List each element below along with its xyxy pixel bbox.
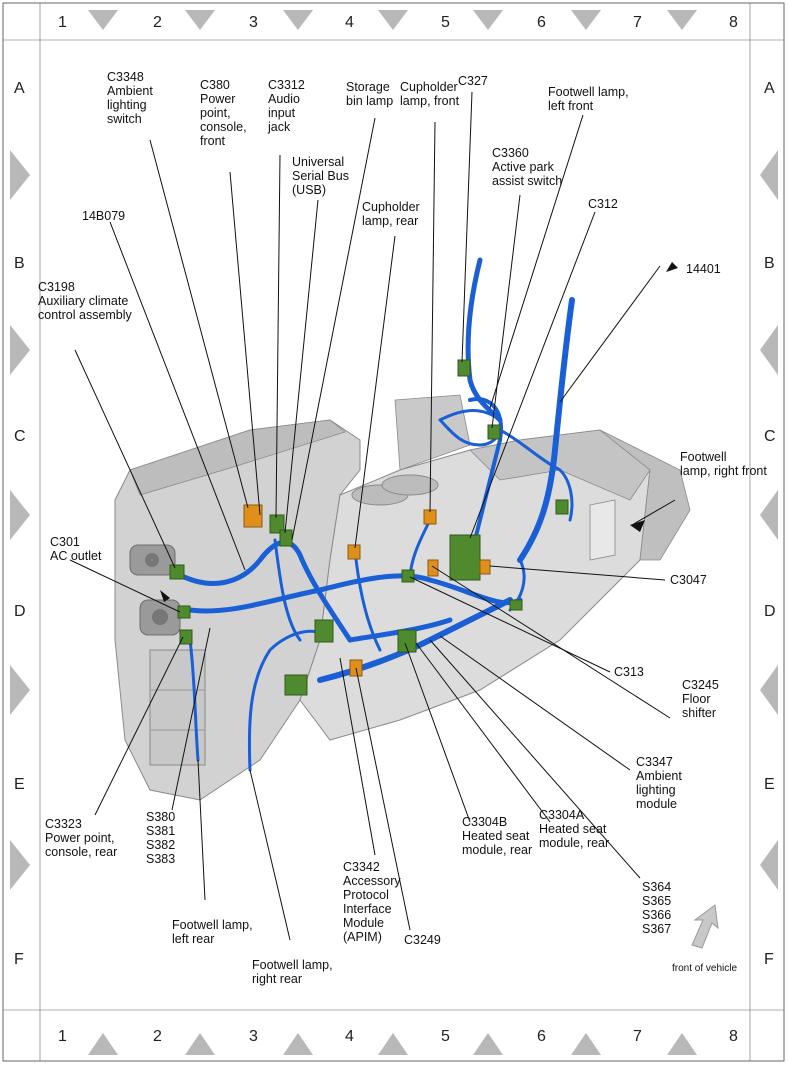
grid-col-bottom-6: 6 — [537, 1028, 546, 1045]
grid-col-bottom-8: 8 — [729, 1028, 738, 1045]
c3360-connector — [487, 424, 501, 440]
c3304b-connector — [397, 629, 417, 653]
grid-row-right-d: D — [764, 603, 776, 620]
grid-row-left-b: B — [14, 255, 25, 272]
grid-col-top-4: 4 — [345, 14, 354, 31]
grid-col-top-1: 1 — [58, 14, 67, 31]
c312-connector — [555, 499, 569, 515]
zone-markers-left — [10, 150, 30, 890]
label-c327: C327 — [458, 74, 488, 88]
grid-row-right-f: F — [764, 951, 774, 968]
footwell-connector — [509, 599, 523, 611]
grid-row-right-c: C — [764, 428, 776, 445]
heated-seat-connector — [314, 619, 334, 643]
label-14401: 14401 — [686, 262, 721, 276]
zone-markers-top — [88, 10, 697, 30]
c327-connector — [457, 359, 471, 377]
grid-col-bottom-2: 2 — [153, 1028, 162, 1045]
grid-col-bottom-3: 3 — [249, 1028, 258, 1045]
front-of-vehicle-arrow-icon — [691, 904, 719, 949]
grid-col-top-2: 2 — [153, 14, 162, 31]
grid-row-right-b: B — [764, 255, 775, 272]
label-c3249: C3249 — [404, 933, 441, 947]
label-c312: C312 — [588, 197, 618, 211]
zone-markers-bottom — [88, 1033, 697, 1055]
label-footwell-lr: Footwell lamp,left rear — [172, 918, 253, 946]
label-front-of-vehicle: front of vehicle — [672, 963, 738, 974]
grid-col-bottom-4: 4 — [345, 1028, 354, 1045]
c3342-connector — [284, 674, 308, 696]
grid-col-top-7: 7 — [633, 14, 642, 31]
c313-connector — [401, 569, 415, 583]
grid-col-top-6: 6 — [537, 14, 546, 31]
c301-connector — [177, 605, 191, 619]
leader-lines — [69, 91, 671, 941]
label-c3047: C3047 — [670, 573, 707, 587]
connectors — [169, 359, 569, 696]
label-14b079: 14B079 — [82, 209, 126, 223]
grid-col-bottom-1: 1 — [58, 1028, 67, 1045]
grid-col-top-5: 5 — [441, 14, 450, 31]
grid-col-bottom-5: 5 — [441, 1028, 450, 1045]
grid-row-left-e: E — [14, 776, 25, 793]
c3198-connector — [169, 564, 185, 580]
cupholder-front-connector — [423, 509, 437, 525]
grid-col-top-3: 3 — [249, 14, 258, 31]
footwell-rf-leader — [631, 499, 676, 526]
c380-connector — [243, 504, 263, 528]
c3047-connector — [479, 559, 491, 575]
grid-row-right-e: E — [764, 776, 775, 793]
arrow-heads — [160, 262, 678, 602]
grid-row-left-c: C — [14, 428, 26, 445]
grid-col-top-8: 8 — [729, 14, 738, 31]
cupholder-rear-connector — [347, 544, 361, 560]
c3312-connector — [269, 514, 285, 534]
grid-col-bottom-7: 7 — [633, 1028, 642, 1045]
label-footwell-rr: Footwell lamp,right rear — [252, 958, 333, 986]
label-footwell-lf: Footwell lamp,left front — [548, 85, 629, 113]
apim-module — [449, 534, 481, 581]
grid-row-left-a: A — [14, 80, 25, 97]
c3245-connector — [427, 559, 439, 577]
zone-markers-right — [760, 150, 778, 890]
grid-row-left-f: F — [14, 951, 24, 968]
grid-row-right-a: A — [764, 80, 775, 97]
label-c313: C313 — [614, 665, 644, 679]
grid-row-left-d: D — [14, 603, 26, 620]
usb-connector — [279, 529, 293, 547]
c3323-connector — [179, 629, 193, 645]
